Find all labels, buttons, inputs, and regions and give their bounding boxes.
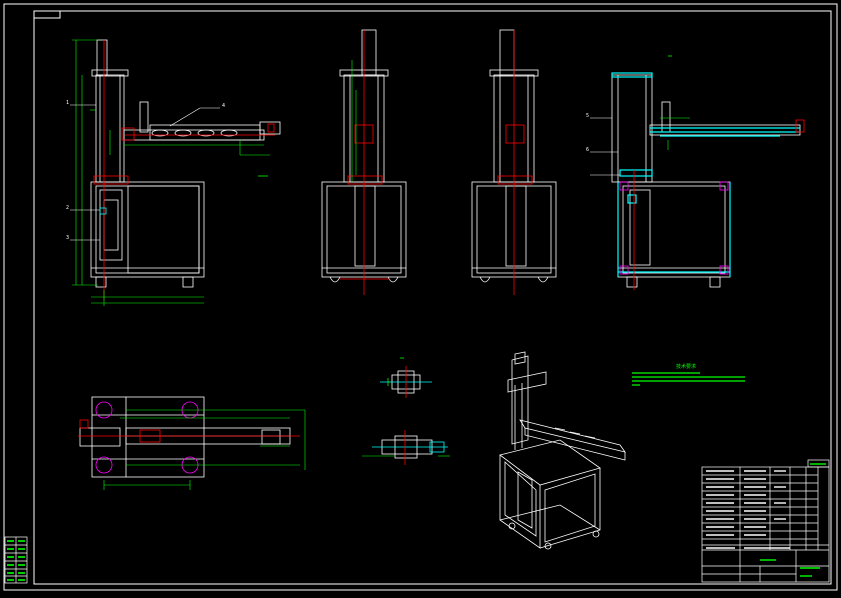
detail-b [362, 430, 450, 465]
callout-4: 4 [222, 103, 225, 109]
isometric-view [499, 351, 626, 550]
misc-marks [258, 55, 672, 359]
front-view [70, 39, 281, 306]
callout-1: 1 [66, 100, 69, 106]
technical-notes: 技术要求 [632, 363, 745, 386]
top-view [78, 396, 306, 490]
callout-6: 6 [586, 147, 589, 153]
section-view [590, 72, 805, 290]
title-block [701, 459, 830, 583]
drawing-border [3, 3, 838, 591]
revision-block [4, 536, 28, 584]
callout-3: 3 [66, 235, 69, 241]
front-view-callouts: 1 2 3 4 [66, 100, 225, 241]
notes-heading: 技术要求 [676, 363, 696, 370]
detail-a [380, 366, 432, 398]
title-block-fills [706, 463, 826, 577]
section-view-callouts: 5 6 [586, 113, 589, 153]
callout-5: 5 [586, 113, 589, 119]
callout-2: 2 [66, 205, 69, 211]
side-view-1 [321, 29, 407, 295]
side-view-2 [471, 29, 557, 295]
